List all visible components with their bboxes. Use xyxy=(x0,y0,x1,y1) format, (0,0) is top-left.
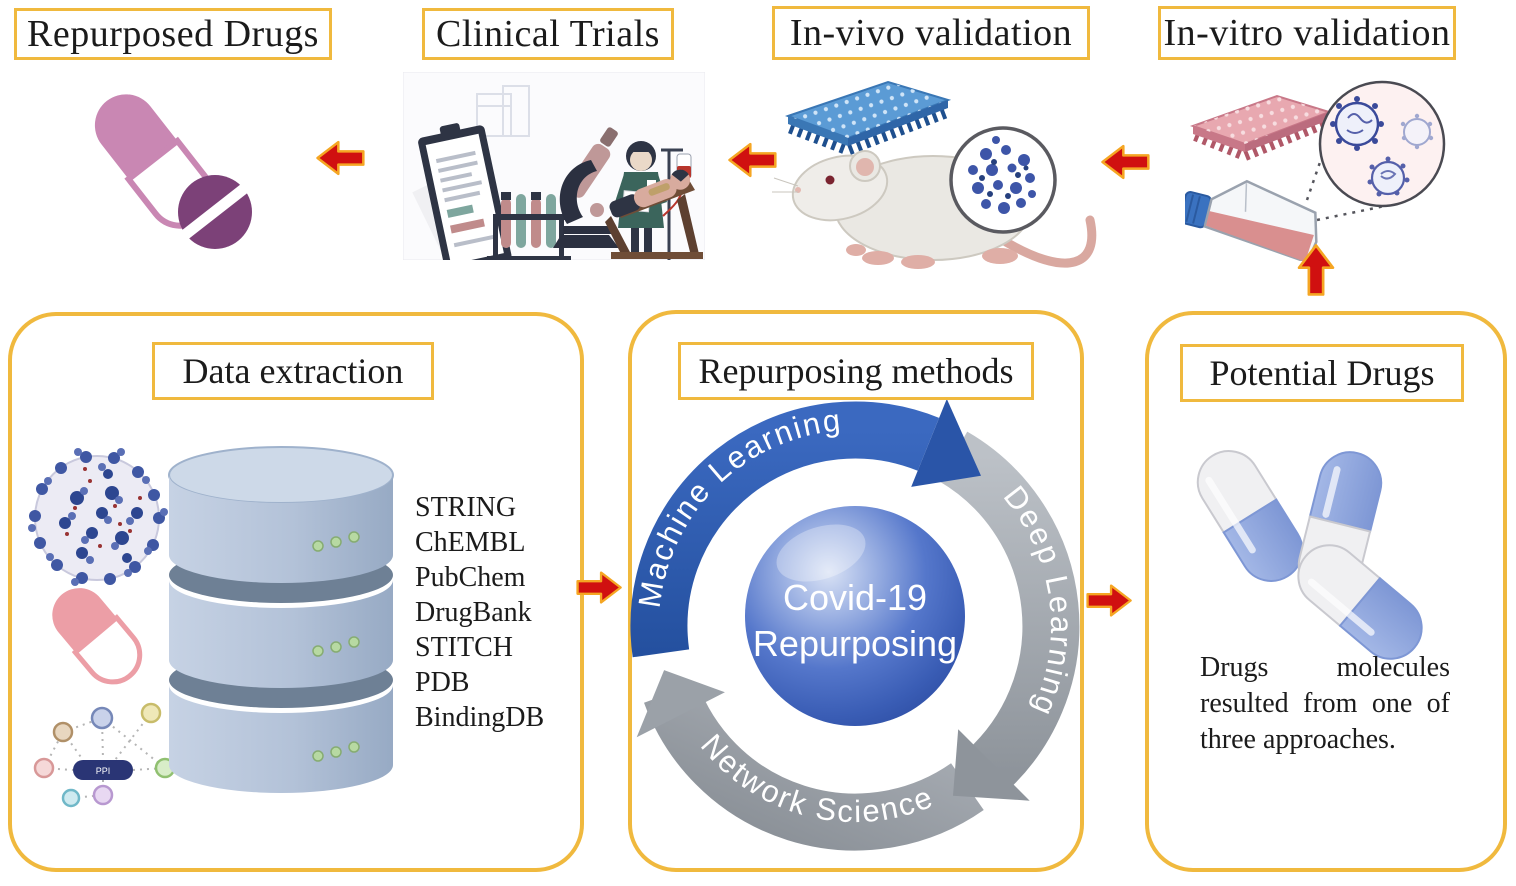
label-text: Repurposed Drugs xyxy=(27,13,319,55)
machine-learning-arrowhead xyxy=(911,398,981,487)
database-item: STITCH xyxy=(415,632,513,663)
virus-circle-icon xyxy=(1318,80,1446,208)
arrow-invitro-to-invivo xyxy=(1100,141,1150,183)
caption-line: three approaches. xyxy=(1200,724,1396,755)
machine-learning-arc xyxy=(630,401,940,658)
sphere-line2: Repurposing xyxy=(753,623,957,664)
label-text: In-vitro validation xyxy=(1163,12,1451,54)
potential-drugs-capsules-icon xyxy=(1196,450,1423,660)
arrow-methods-to-potential xyxy=(1086,582,1133,619)
label-repurposing-methods: Repurposing methods xyxy=(678,342,1034,400)
label-in-vitro-validation: In-vitro validation xyxy=(1158,6,1456,60)
label-repurposed-drugs: Repurposed Drugs xyxy=(14,8,332,60)
label-clinical-trials: Clinical Trials xyxy=(422,8,674,60)
label-text: Data extraction xyxy=(182,351,404,391)
in-vitro-illustration xyxy=(1185,80,1446,261)
microscope-icon xyxy=(553,127,619,248)
network-science-arrowhead xyxy=(636,670,725,738)
network-science-label: Network Science xyxy=(694,727,937,829)
caption-word: resulted xyxy=(1200,688,1289,719)
caption-word: molecules xyxy=(1336,652,1450,683)
caption-word: from xyxy=(1303,688,1358,719)
test-tubes-icon xyxy=(487,192,571,260)
database-cylinder-icon xyxy=(168,446,394,793)
coronavirus-icon xyxy=(28,448,168,586)
deep-learning-arrowhead xyxy=(953,729,1030,801)
label-text: Repurposing methods xyxy=(698,351,1014,391)
label-potential-drugs: Potential Drugs xyxy=(1180,344,1464,402)
caption-word: one xyxy=(1371,688,1413,719)
database-item: STRING xyxy=(415,492,517,523)
database-item: ChEMBL xyxy=(415,527,526,558)
capsule-icon xyxy=(1196,450,1304,582)
in-vivo-illustration xyxy=(772,80,1097,269)
clipboard-icon xyxy=(412,123,512,260)
caption-word: Drugs xyxy=(1200,652,1269,683)
covid-sphere: Covid-19 Repurposing xyxy=(745,506,965,726)
label-data-extraction: Data extraction xyxy=(152,342,434,400)
culture-flask-icon xyxy=(1185,179,1318,261)
arrow-invivo-to-clinical xyxy=(727,139,777,181)
svg-text:Network Science: Network Science xyxy=(694,727,939,829)
arrow-clinical-to-repurposed xyxy=(315,137,365,179)
potential-drugs-caption: Drugs molecules resulted from one of thr… xyxy=(1200,650,1450,758)
label-in-vivo-validation: In-vivo validation xyxy=(772,6,1090,60)
database-item: DrugBank xyxy=(415,597,532,628)
clinical-trials-illustration xyxy=(403,72,705,260)
well-plate-blue-icon xyxy=(784,80,952,156)
patient-recliner-icon xyxy=(605,148,703,260)
capsule-icon xyxy=(1297,544,1423,660)
ppi-label: PPI xyxy=(96,766,111,776)
ppi-network-icon: PPI xyxy=(33,702,176,808)
sphere-line1: Covid-19 xyxy=(783,577,927,618)
capsule-pink-icon xyxy=(52,588,143,685)
virus-inset-circle-icon xyxy=(949,126,1057,234)
database-item: PDB xyxy=(415,667,470,698)
database-item: BindingDB xyxy=(415,702,545,733)
label-text: Potential Drugs xyxy=(1209,353,1435,393)
arrow-extraction-to-methods xyxy=(576,569,623,606)
deep-learning-arc xyxy=(938,431,1080,793)
label-text: Clinical Trials xyxy=(436,13,660,55)
network-science-arc xyxy=(644,682,984,851)
caption-word: of xyxy=(1426,688,1450,719)
well-plate-pink-icon xyxy=(1189,94,1333,162)
lab-glassware-icon xyxy=(476,85,530,137)
database-list: STRING ChEMBL PubChem DrugBank STITCH PD… xyxy=(415,490,544,735)
arrow-potential-to-invitro xyxy=(1296,243,1337,297)
database-item: PubChem xyxy=(415,562,526,593)
label-text: In-vivo validation xyxy=(789,12,1073,54)
repurposed-drugs-pills-icon xyxy=(94,94,253,249)
methods-cycle-diagram: Machine Learning Deep Learning Network S… xyxy=(630,398,1080,851)
